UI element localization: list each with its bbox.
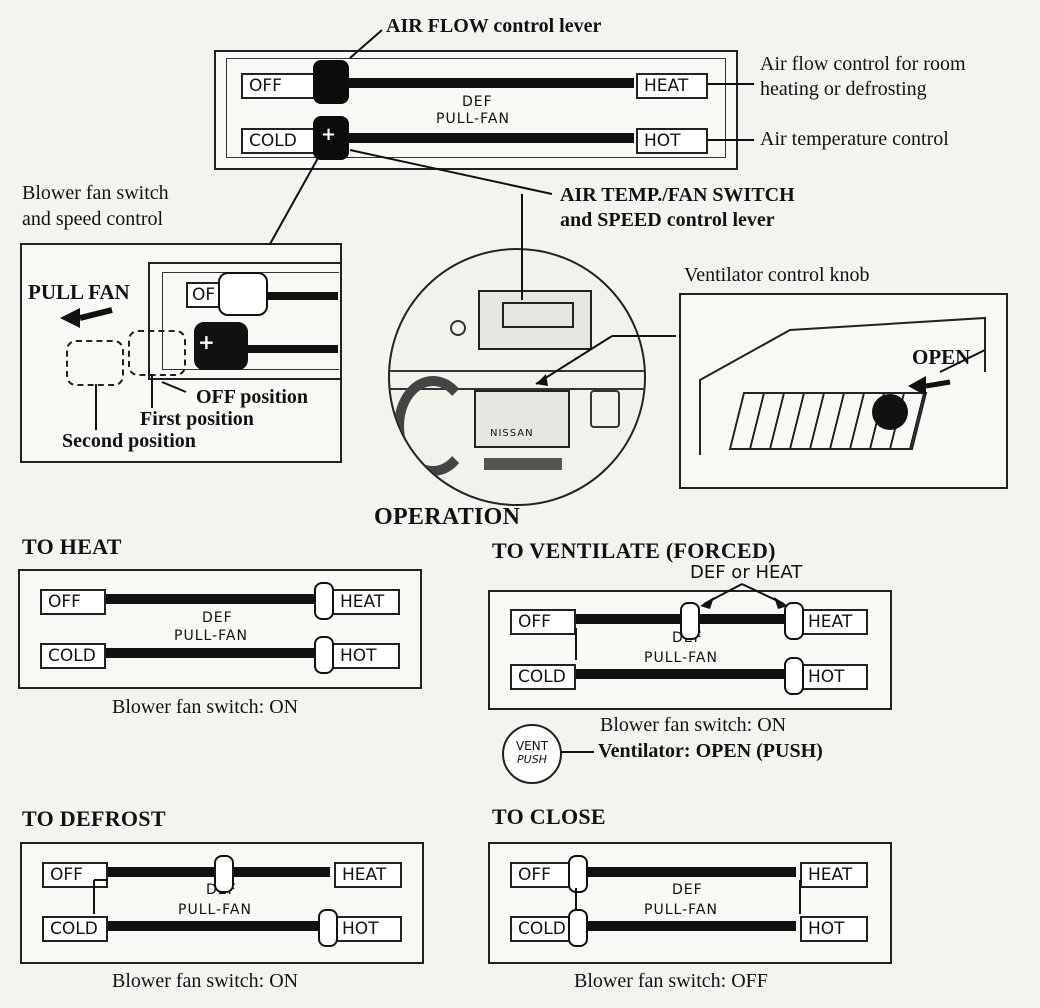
close-track-flow bbox=[576, 867, 796, 877]
label-open: OPEN bbox=[912, 345, 971, 369]
tag-cold: COLD bbox=[241, 128, 315, 154]
dash-control-face bbox=[502, 302, 574, 328]
defrost-tag-heat: HEAT bbox=[334, 862, 402, 888]
title-to-defrost: TO DEFROST bbox=[22, 806, 166, 831]
label-second-position: Second position bbox=[62, 430, 196, 452]
inset-panel-face bbox=[148, 262, 340, 380]
dash-lower-slot bbox=[484, 458, 562, 470]
heat-tag-cold: COLD bbox=[40, 643, 106, 669]
heat-tag-heat: HEAT bbox=[332, 589, 400, 615]
tag-heat: HEAT bbox=[636, 73, 708, 99]
vent-tag-hot: HOT bbox=[800, 664, 868, 690]
caption-close: Blower fan switch: OFF bbox=[574, 970, 768, 992]
plus-icon: + bbox=[321, 124, 337, 145]
label-first-position: First position bbox=[140, 408, 254, 430]
callout-blower-switch-1: Blower fan switch bbox=[22, 182, 169, 204]
ventilator-knob[interactable] bbox=[872, 394, 908, 430]
close-tag-cold: COLD bbox=[510, 916, 576, 942]
dash-radio bbox=[474, 390, 570, 448]
vent-badge-text: VENT bbox=[515, 739, 549, 753]
inset-blower-switch bbox=[20, 243, 342, 463]
inset-track-bottom bbox=[246, 345, 338, 353]
caption-ventilate: Blower fan switch: ON bbox=[600, 714, 787, 736]
defrost-temp-knob bbox=[318, 909, 338, 947]
inset-upper-knob bbox=[218, 272, 268, 316]
vent-temp-knob bbox=[784, 657, 804, 695]
heat-tag-hot: HOT bbox=[332, 643, 400, 669]
heat-label-pull-fan: PULL-FAN bbox=[174, 628, 248, 644]
caption-defrost: Blower fan switch: ON bbox=[112, 970, 299, 992]
dash-radio-brand: NISSAN bbox=[490, 428, 534, 439]
callout-ventilator-knob: Ventilator control knob bbox=[684, 264, 870, 286]
caption-ventilator: Ventilator: OPEN (PUSH) bbox=[598, 740, 823, 762]
vent-tag-cold: COLD bbox=[510, 664, 576, 690]
steering-wheel bbox=[394, 376, 472, 476]
callout-air-temp-control: Air temperature control bbox=[760, 128, 949, 150]
tag-off: OFF bbox=[241, 73, 315, 99]
callout-blower-switch-2: and speed control bbox=[22, 208, 164, 230]
label-def: DEF bbox=[462, 94, 493, 110]
defrost-track-temp bbox=[108, 921, 330, 931]
vent-push-badge: VENT PUSH bbox=[502, 724, 562, 784]
close-tag-off: OFF bbox=[510, 862, 576, 888]
title-to-close: TO CLOSE bbox=[492, 804, 606, 829]
close-temp-knob bbox=[568, 909, 588, 947]
heat-flow-knob bbox=[314, 582, 334, 620]
temp-track bbox=[320, 133, 634, 143]
note-def-or-heat: DEF or HEAT bbox=[690, 562, 803, 583]
defrost-flow-knob bbox=[214, 855, 234, 893]
close-label-def: DEF bbox=[672, 882, 703, 898]
vent-flow-knob-def bbox=[680, 602, 700, 640]
callout-temp-fan-lever-1: AIR TEMP./FAN SWITCH bbox=[560, 184, 795, 206]
inset-dashboard-zoom: NISSAN bbox=[388, 248, 646, 506]
label-pull-fan: PULL-FAN bbox=[436, 111, 510, 127]
push-badge-text: PUSH bbox=[517, 753, 547, 766]
plus-icon: + bbox=[198, 330, 215, 354]
label-pull-fan-inset: PULL FAN bbox=[28, 280, 130, 304]
close-tag-heat: HEAT bbox=[800, 862, 868, 888]
vent-flow-knob-heat bbox=[784, 602, 804, 640]
air-flow-track bbox=[320, 78, 634, 88]
heat-temp-knob bbox=[314, 636, 334, 674]
vent-tag-off: OFF bbox=[510, 609, 576, 635]
inset-lower-knob[interactable] bbox=[194, 322, 248, 370]
defrost-label-pull-fan: PULL-FAN bbox=[178, 902, 252, 918]
callout-temp-fan-lever-2: and SPEED control lever bbox=[560, 209, 775, 231]
heat-tag-off: OFF bbox=[40, 589, 106, 615]
inset-track-top bbox=[262, 292, 338, 300]
heat-label-def: DEF bbox=[202, 610, 233, 626]
defrost-tag-cold: COLD bbox=[42, 916, 108, 942]
defrost-tag-off: OFF bbox=[42, 862, 108, 888]
tag-hot: HOT bbox=[636, 128, 708, 154]
control-panel-inner bbox=[226, 58, 726, 158]
title-to-ventilate: TO VENTILATE (FORCED) bbox=[492, 538, 776, 563]
inset-ventilator bbox=[679, 293, 1008, 489]
title-to-heat: TO HEAT bbox=[22, 534, 122, 559]
heat-track-temp bbox=[106, 648, 328, 658]
dash-vent bbox=[590, 390, 620, 428]
air-flow-lever[interactable] bbox=[313, 60, 349, 104]
vent-label-pull-fan: PULL-FAN bbox=[644, 650, 718, 666]
callout-air-flow-lever: AIR FLOW control lever bbox=[386, 15, 602, 37]
close-track-temp bbox=[576, 921, 796, 931]
dash-edge bbox=[390, 370, 644, 390]
close-label-pull-fan: PULL-FAN bbox=[644, 902, 718, 918]
caption-heat: Blower fan switch: ON bbox=[112, 696, 299, 718]
dash-screw bbox=[450, 320, 466, 336]
label-off-position: OFF position bbox=[196, 386, 309, 408]
vent-track-temp bbox=[576, 669, 796, 679]
first-position-knob bbox=[128, 330, 186, 376]
callout-air-flow-desc-1: Air flow control for room bbox=[760, 53, 966, 75]
close-flow-knob bbox=[568, 855, 588, 893]
callout-air-flow-desc-2: heating or defrosting bbox=[760, 78, 927, 100]
operation-title: OPERATION bbox=[374, 504, 521, 530]
heat-track-flow bbox=[106, 594, 328, 604]
close-tag-hot: HOT bbox=[800, 916, 868, 942]
temp-fan-lever[interactable] bbox=[313, 116, 349, 160]
